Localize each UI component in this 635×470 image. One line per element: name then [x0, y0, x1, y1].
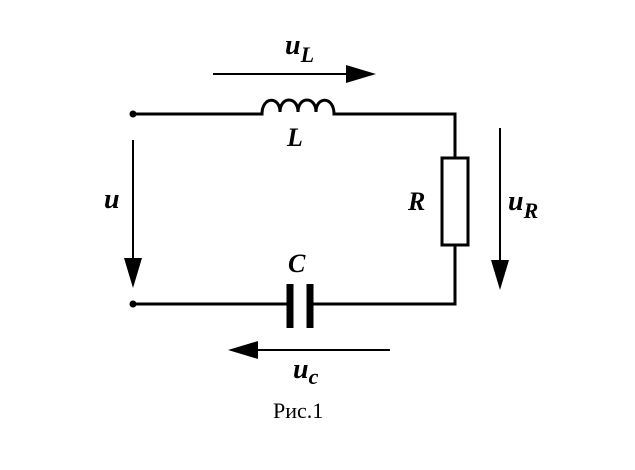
- label-capacitor: C: [288, 249, 306, 278]
- inductor-coil: [260, 98, 336, 116]
- label-uR: uR: [508, 186, 538, 223]
- label-uL: uL: [285, 30, 314, 67]
- arrow-uc-head: [228, 341, 258, 359]
- terminal-top: [129, 110, 137, 118]
- figure-caption: Рис.1: [273, 398, 323, 423]
- label-inductor: L: [286, 123, 303, 152]
- arrow-uR-head: [491, 260, 509, 290]
- label-u: u: [104, 184, 120, 215]
- label-uc: uc: [293, 354, 319, 389]
- arrow-uL-head: [346, 65, 376, 83]
- resistor-body: [440, 156, 470, 247]
- terminal-bottom: [129, 300, 137, 308]
- label-resistor: R: [407, 187, 425, 216]
- arrow-u-head: [124, 258, 142, 288]
